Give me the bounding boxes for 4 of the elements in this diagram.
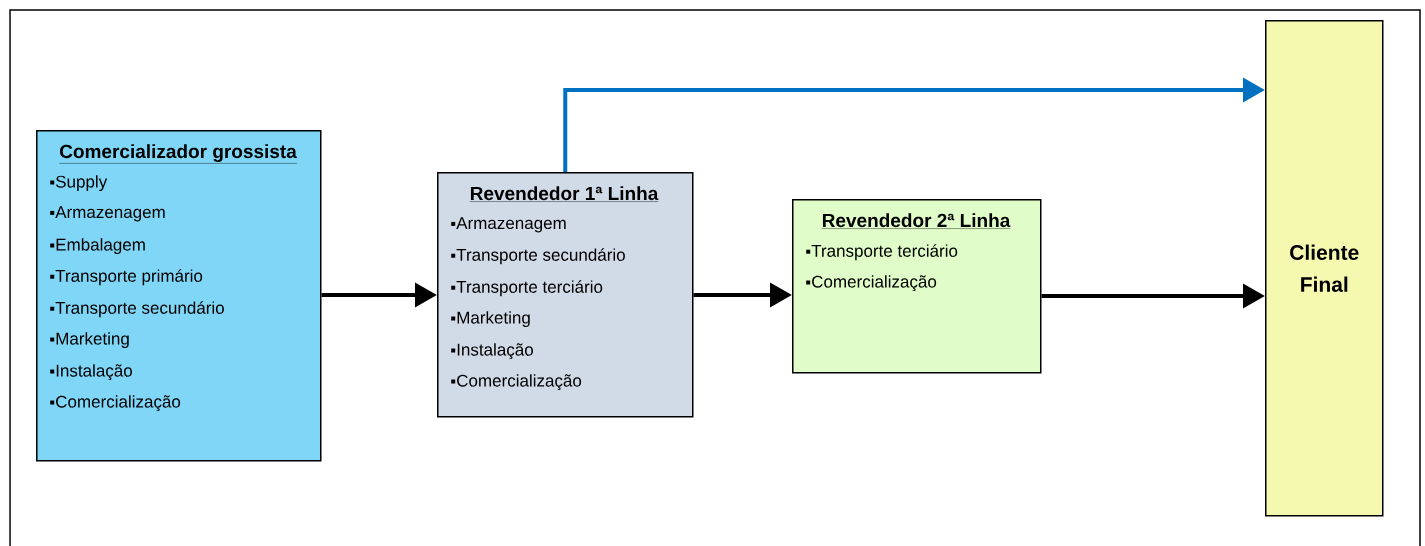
process-box: Cliente Final [1265,20,1384,517]
process-box: Revendedor 1ª Linha Armazenagem Transporte secundário Transporte terciário Marketing Instalação Comercialização [437,172,694,418]
process-box: Comercializador grossista Supply Armazenagem Embalagem Transporte primário Transporte secundário Marketing Instalação Comercialização [36,130,322,462]
process-box: Revendedor 2ª Linha Transporte terciário Comercialização [792,199,1042,374]
